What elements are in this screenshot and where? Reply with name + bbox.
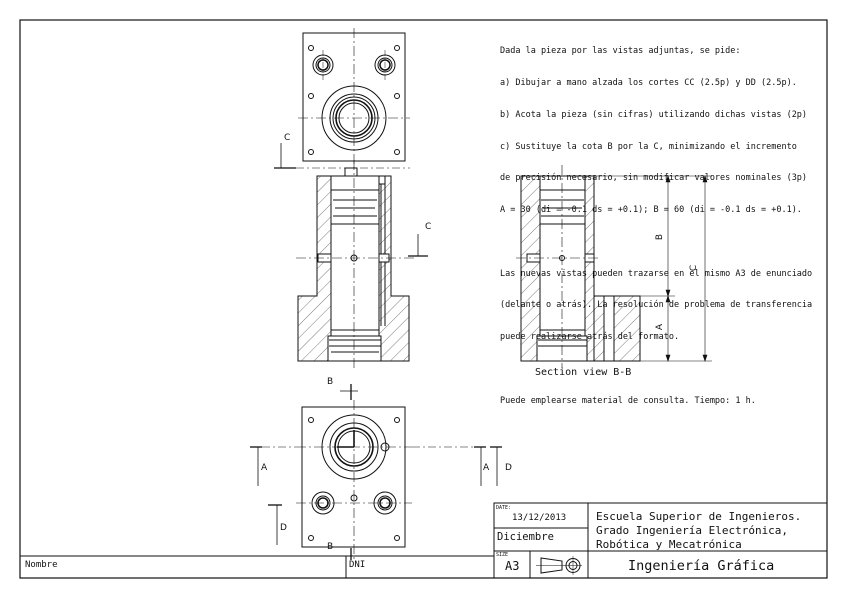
label-d-right: D xyxy=(505,463,512,473)
label-a-right: A xyxy=(483,463,490,473)
statement-line: Dada la pieza por las vistas adjuntas, s… xyxy=(500,46,741,57)
label-c-right: C xyxy=(425,222,432,232)
statement-line: (delante o atrás). La resolución de prob… xyxy=(500,300,813,311)
statement-line: c) Sustituye la cota B por la C, minimiz… xyxy=(500,141,797,152)
statement-line: a) Dibujar a mano alzada los cortes CC (… xyxy=(500,77,797,88)
date-caption: DATE: xyxy=(496,505,512,511)
dni-field-label: DNI xyxy=(349,560,366,570)
section-caption: Section view B-B xyxy=(535,367,632,378)
statement-line: A = 30 (di = -0.1 ds = +0.1); B = 60 (di… xyxy=(500,205,802,216)
sheet-border xyxy=(19,19,828,579)
statement-text: Dada la pieza por las vistas adjuntas, s… xyxy=(500,25,812,417)
size-value: A3 xyxy=(505,559,520,573)
label-d-left: D xyxy=(280,523,287,533)
size-caption: SIZE xyxy=(496,552,509,558)
month-value: Diciembre xyxy=(497,531,554,543)
front-section-view xyxy=(296,160,414,368)
top-plan-view xyxy=(298,28,410,168)
label-c-top: C xyxy=(284,133,291,143)
name-field-label: Nombre xyxy=(25,560,58,570)
title-block-frame xyxy=(20,502,828,579)
date-value: 13/12/2013 xyxy=(512,513,567,523)
statement-line: de precisión necesario, sin modificar va… xyxy=(500,173,808,184)
statement-line: puede realizarse atrás del formato. xyxy=(500,332,680,343)
section-view-b-b xyxy=(516,165,641,368)
label-dim-b: B xyxy=(655,233,666,241)
cut-marks-bottom xyxy=(250,384,502,560)
bottom-plan-view xyxy=(296,400,412,560)
label-dim-c: C xyxy=(689,264,700,272)
label-a-left: A xyxy=(261,463,268,473)
cut-mark-c-side xyxy=(408,234,428,257)
school-line-3: Robótica y Mecatrónica xyxy=(596,538,742,551)
statement-line: b) Acota la pieza (sin cifras) utilizand… xyxy=(500,109,808,120)
subject-title: Ingeniería Gráfica xyxy=(628,558,775,574)
label-b-top: B xyxy=(327,377,334,387)
statement-line: Las nuevas vistas pueden trazarse en el … xyxy=(500,268,813,279)
statement-line: Puede emplearse material de consulta. Ti… xyxy=(500,395,756,406)
school-line-2: Grado Ingeniería Electrónica, xyxy=(596,524,789,537)
dimension-lines xyxy=(594,175,712,362)
label-b-bottom: B xyxy=(327,542,334,552)
label-dim-a: A xyxy=(655,323,666,331)
school-line-1: Escuela Superior de Ingenieros. xyxy=(596,510,802,523)
projection-symbol xyxy=(536,556,582,575)
cut-mark-c xyxy=(274,143,410,169)
